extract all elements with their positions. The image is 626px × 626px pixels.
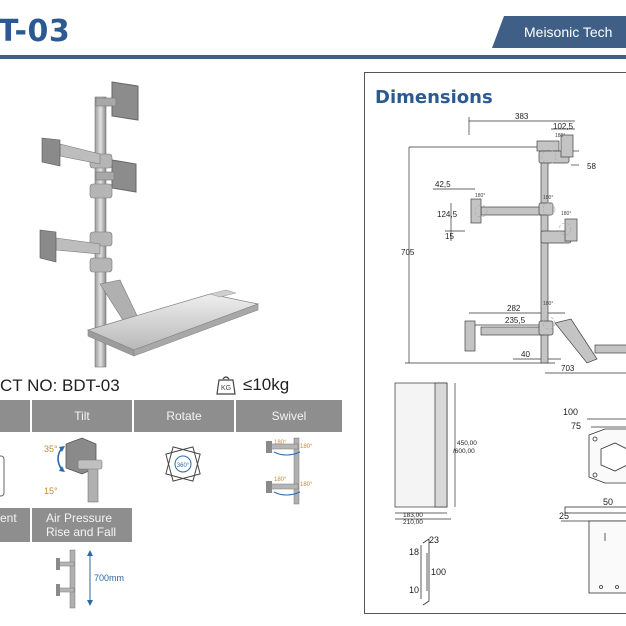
brand-tab: Meisonic Tech <box>492 16 626 48</box>
dim-282: 282 <box>507 304 521 313</box>
max-load-group: KG ≤10kg <box>215 374 289 396</box>
dim-deg-mid-left: 180° <box>475 193 485 199</box>
dim-705: 705 <box>401 248 415 257</box>
dim-40: 40 <box>521 350 530 359</box>
tilt-down-angle: 15° <box>44 486 58 496</box>
photo-vesa-mid <box>111 159 137 193</box>
air-pressure-line2: Rise and Fall <box>46 525 117 539</box>
rotate-arrow-icon <box>174 455 192 473</box>
dim-703: 703 <box>561 364 575 373</box>
tilt-diagram: 35° 15° <box>44 437 103 503</box>
model-title: T-03 <box>0 14 71 49</box>
photo-monitor-plate-upper <box>41 137 61 167</box>
clamp-50: 50 <box>603 497 613 507</box>
feature-table: Tilt Rotate Swivel 35° 15° 360° 180° 180… <box>0 400 342 610</box>
dim-15: 15 <box>445 232 454 241</box>
weight-icon-label: KG <box>221 385 231 392</box>
tray-width-2: 210,00 <box>403 519 423 526</box>
air-pressure-diagram: 700mm <box>56 549 124 609</box>
bracket-10: 10 <box>409 585 419 595</box>
height-arrow-icon <box>87 550 93 556</box>
air-pressure-line1: Air Pressure <box>46 511 113 525</box>
vesa-100: 100 <box>563 407 578 417</box>
feature-head-rotate: Rotate <box>134 400 234 432</box>
swivel-angle-3: 180° <box>274 477 287 483</box>
dim-42-5: 42,5 <box>435 180 451 189</box>
weight-icon: KG <box>216 376 236 395</box>
dimensions-title: Dimensions <box>375 87 493 108</box>
dim-124-5: 124,5 <box>437 210 458 219</box>
feature-head-left-sub: ent <box>0 508 30 542</box>
max-load: ≤10kg <box>243 375 290 394</box>
photo-arm-upper <box>59 143 101 165</box>
swivel-arrow-icon <box>273 451 301 456</box>
dim-102-5: 102,5 <box>553 122 574 131</box>
tray-height-1: 450,00 <box>457 440 477 447</box>
clamp-25: 25 <box>559 511 569 521</box>
tray-width-1: 183,00 <box>403 512 423 519</box>
dim-58: 58 <box>587 162 596 171</box>
product-number: CT NO: BDT-03 <box>0 376 120 395</box>
swivel-angle-1: 180° <box>274 440 287 446</box>
swivel-angle-2: 180° <box>300 444 313 450</box>
feature-head-air-pressure: Air Pressure Rise and Fall <box>32 508 132 542</box>
feature-left-partial-icon <box>0 455 5 497</box>
bracket-100: 100 <box>431 567 446 577</box>
dim-235-5: 235,5 <box>505 316 526 325</box>
dimension-drawing: 383 102,5 58 42,5 124,5 15 705 282 235,5… <box>394 112 626 606</box>
photo-monitor-plate-lower <box>39 229 57 263</box>
feature-head-tilt: Tilt <box>32 400 132 432</box>
product-photo <box>39 81 260 368</box>
rotate-diagram: 360° <box>165 446 201 482</box>
feature-head-blank <box>0 400 30 432</box>
swivel-angle-4: 180° <box>300 482 313 488</box>
brand-name: Meisonic Tech <box>524 24 613 40</box>
tray-height-2: /600,00 <box>453 448 475 455</box>
dim-deg-mid-center: 180° <box>543 195 553 201</box>
dim-deg-bottom: 180° <box>543 301 553 307</box>
dim-deg-mid-right: 180° <box>561 211 571 217</box>
dimensions-panel: Dimensions <box>364 72 626 614</box>
height-range: 700mm <box>94 573 124 583</box>
tilt-arrow-icon <box>57 447 63 471</box>
vesa-75: 75 <box>571 421 581 431</box>
tilt-up-angle: 35° <box>44 444 58 454</box>
feature-head-swivel: Swivel <box>236 400 342 432</box>
dim-deg-top: 180° <box>555 133 565 139</box>
rotate-angle: 360° <box>177 463 190 469</box>
swivel-diagram: 180° 180° 180° 180° <box>266 437 313 505</box>
bracket-18: 18 <box>409 547 419 557</box>
header-rule <box>0 55 626 59</box>
bracket-23: 23 <box>429 535 439 545</box>
dim-383: 383 <box>515 112 529 121</box>
